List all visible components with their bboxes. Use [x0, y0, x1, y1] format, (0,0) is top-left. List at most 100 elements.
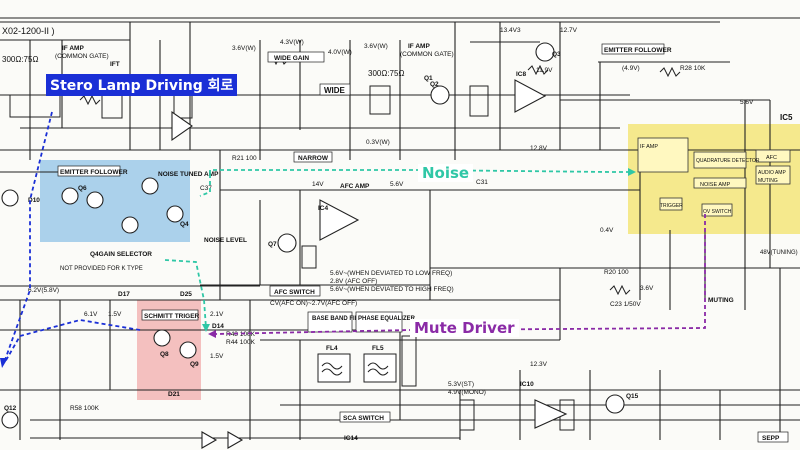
voltage-3: 3.6V(W) — [364, 43, 388, 50]
voltage-19: 12.3V — [530, 361, 548, 368]
q4-gain-selector-label: Q4GAIN SELECTOR — [90, 251, 152, 258]
noise-callout: Noise — [418, 164, 474, 182]
ic14-label: IC14 — [344, 435, 358, 442]
base-band-filter-label: BASE BAND FILTER — [312, 316, 371, 322]
part-q6: Q6 — [78, 185, 87, 192]
voltage-17: 5.3V(ST) — [448, 381, 474, 388]
ic5-audio-amp-label: AUDIO AMP — [758, 170, 786, 176]
voltage-10: 5.6V — [740, 99, 754, 106]
arrow-heads — [0, 168, 636, 368]
if-amp-left-label: IF AMP — [62, 45, 84, 52]
noise-arrow-tail — [199, 174, 211, 197]
voltage-21: 5.6V — [390, 181, 404, 188]
part-fl4: FL4 — [326, 345, 338, 352]
model-label: X02-1200-II ) — [2, 26, 55, 36]
filters — [317, 353, 397, 383]
ic5-trigger-label: TRIGGER — [660, 203, 683, 209]
part-q4: Q4 — [180, 221, 189, 228]
part-q7: Q7 — [268, 241, 277, 248]
part-q1: Q1 — [424, 75, 433, 82]
voltage-22: 0.3V(W) — [366, 139, 390, 146]
stereo-lamp-arrow-2 — [4, 319, 141, 363]
if-amp-right-label: IF AMP — [408, 43, 430, 50]
voltage-5: 12.7V — [560, 27, 578, 34]
wide-gain-label: WIDE GAIN — [274, 55, 309, 62]
ic10-label: IC10 — [520, 381, 534, 388]
part-c31: C31 — [476, 179, 488, 186]
voltage-13: 1.5V — [108, 311, 122, 318]
voltage-6: 13.4V3 — [500, 27, 521, 34]
ic5-afc-label: AFC — [766, 155, 777, 161]
afc-note-1: 5.6V~(WHEN DEVIATED TO LOW FREQ) — [330, 270, 452, 277]
part-r28: R28 10K — [680, 65, 706, 72]
part-c23: C23 1/50V — [610, 301, 641, 308]
ic5-label: IC5 — [780, 113, 793, 122]
tuning-label: 48V(TUNING) — [760, 250, 798, 256]
muting-label: MUTING — [708, 297, 734, 304]
part-d17: D17 — [118, 291, 130, 298]
mute-driver-callout: Mute Driver — [410, 319, 519, 337]
voltage-15: 1.5V — [210, 353, 224, 360]
ic8-label: IC8 — [516, 71, 527, 78]
voltage-8: 12.8V — [530, 145, 548, 152]
phase-equalizer-label: PHASE EQUALIZER — [358, 316, 416, 322]
part-q3: Q3 — [552, 51, 561, 58]
voltage-11: 0.4V — [600, 227, 614, 234]
common-gate-right-label: (COMMON GATE) — [400, 51, 454, 58]
noise-level-label: NOISE LEVEL — [204, 237, 247, 244]
part-r21: R21 100 — [232, 155, 257, 162]
part-q12: Q12 — [4, 405, 17, 412]
part-r58: R58 100K — [70, 405, 100, 412]
part-r44: R44 100K — [226, 339, 256, 346]
amplifiers — [171, 79, 568, 449]
schmitt-trigger-label: SCHMITT TRIGER — [144, 313, 200, 320]
ic5-mute-label: MUTING — [758, 178, 778, 184]
emitter-follower-box-label: EMITTER FOLLOWER — [60, 169, 128, 176]
voltage-18: 4.9V(MONO) — [448, 389, 486, 396]
part-q8: Q8 — [160, 351, 169, 358]
afc-note-2: 2.8V (AFC OFF) — [330, 278, 377, 285]
not-provided-label: NOT PROVIDED FOR K TYPE — [60, 266, 143, 272]
impedance-label-left: 300Ω:75Ω — [2, 55, 38, 64]
ic5-quad-label: QUADRATURE DETECTOR — [696, 158, 760, 164]
part-q9: Q9 — [190, 361, 199, 368]
afc-amp-label: AFC AMP — [340, 183, 370, 190]
voltage-4: 4.0V(W) — [328, 49, 352, 56]
afc-switch-label: AFC SWITCH — [274, 289, 315, 296]
common-gate-left-label: (COMMON GATE) — [55, 53, 109, 60]
noise-tuned-amp-label: NOISE TUNED AMP — [158, 171, 219, 178]
part-c37: C37 — [200, 185, 212, 192]
ic5-if-amp-label: IF AMP — [640, 144, 658, 150]
ic5-noise-amp-label: NOISE AMP — [700, 182, 731, 188]
voltage-12: 6.1V — [84, 311, 98, 318]
part-fl5: FL5 — [372, 345, 384, 352]
narrow-label: NARROW — [298, 155, 329, 162]
emitter-follower-top-label: EMITTER FOLLOWER — [604, 47, 672, 54]
wide-label: WIDE — [324, 86, 346, 95]
part-r43: R43 100K — [226, 331, 256, 338]
ift-label: IFT — [110, 61, 120, 68]
part-r20: R20 100 — [604, 269, 629, 276]
sepp-label: SEPP — [762, 435, 780, 442]
sca-switch-label: SCA SWITCH — [343, 415, 384, 422]
noise-arrow-down — [164, 259, 207, 329]
voltage-9: (4.9V) — [622, 65, 640, 72]
voltage-16: 6.2V(5.8V) — [28, 287, 59, 294]
voltage-14: 2.1V — [210, 311, 224, 318]
voltage-1: 3.6V(W) — [232, 45, 256, 52]
ic4-label: IC4 — [318, 205, 329, 212]
voltage-7: 11.9V — [536, 67, 553, 74]
voltage-23: 3.6V — [640, 285, 654, 292]
part-d21: D21 — [168, 391, 180, 398]
stereo-lamp-arrow-1 — [4, 111, 53, 361]
afc-note-4: CV(AFC ON)~2.7V(AFC OFF) — [270, 300, 357, 307]
schematic-labels: X02-1200-II ) 300Ω:75Ω 300Ω:75Ω IF AMP (… — [2, 26, 798, 443]
ic5-internal — [637, 137, 791, 217]
stereo-lamp-callout: Stero Lamp Driving 회로 — [46, 74, 238, 96]
part-q2: Q2 — [430, 81, 439, 88]
ic5-ov-switch-label: OV SWITCH — [703, 209, 732, 215]
voltage-20: 14V — [312, 181, 324, 188]
part-d10: D10 — [28, 197, 40, 204]
